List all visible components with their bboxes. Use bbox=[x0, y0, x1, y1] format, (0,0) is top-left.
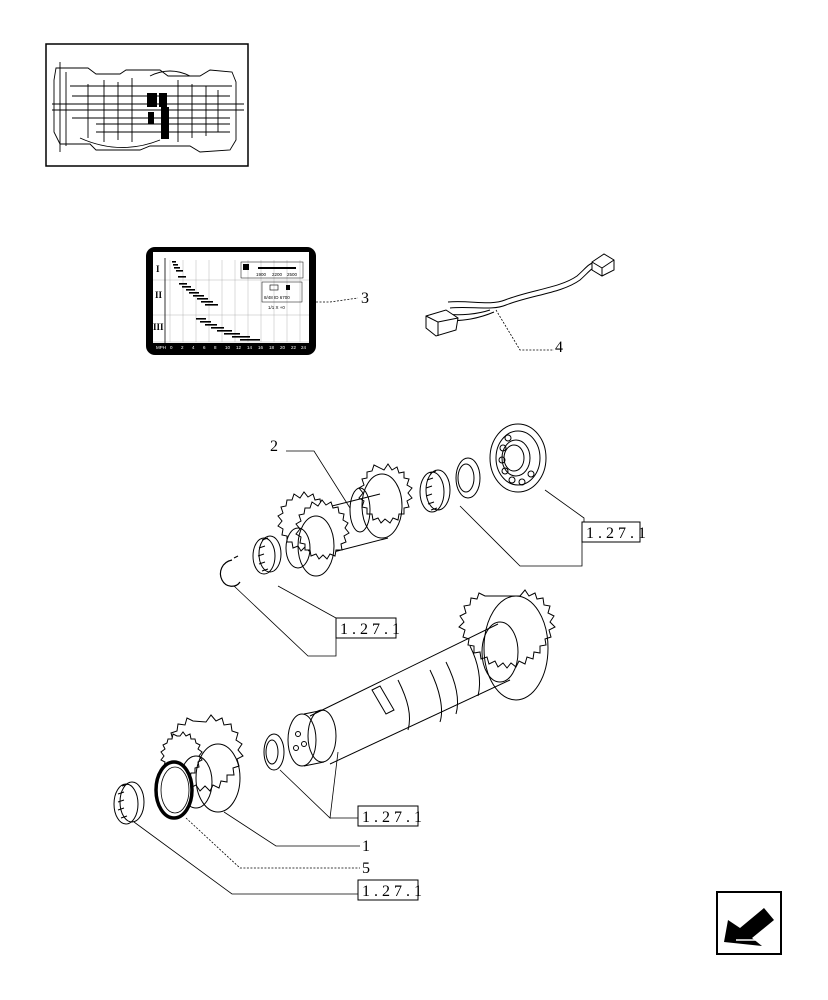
bottom-scale-8: 8 bbox=[214, 345, 217, 350]
top-scale-12: 12 bbox=[208, 254, 214, 259]
unit-label: MPH bbox=[156, 345, 166, 350]
ref-shaft-gear-label: 1.27.1 bbox=[340, 621, 404, 638]
top-scale-10: 10 bbox=[202, 254, 208, 259]
tire-label: 8/48 ID 6700 bbox=[264, 295, 290, 300]
lower-shaft-assembly bbox=[113, 589, 556, 825]
callout-4-label: 4 bbox=[555, 339, 563, 356]
bottom-scale-22: 22 bbox=[291, 345, 297, 350]
callout-5-label: 5 bbox=[362, 860, 370, 877]
wiring-harness bbox=[425, 253, 615, 337]
range-2: II bbox=[155, 290, 163, 300]
range-1: I bbox=[156, 264, 160, 274]
callout-2-label: 2 bbox=[270, 438, 278, 455]
bottom-scale-16: 16 bbox=[258, 345, 264, 350]
ref-box-shaft-gear: 1.27.1 bbox=[233, 585, 404, 657]
callout-2: 2 bbox=[270, 438, 351, 509]
top-scale-24: 24 bbox=[247, 254, 253, 259]
top-scale-22: 22 bbox=[241, 254, 247, 259]
previous-page-arrow-icon[interactable] bbox=[716, 891, 782, 955]
ref-bearing-label: 1.27.1 bbox=[586, 525, 650, 542]
top-scale-6: 6 bbox=[189, 254, 192, 259]
top-scale-2: 2 bbox=[176, 254, 179, 259]
ref-box-shaft-end: 1.27.1 bbox=[279, 751, 426, 827]
bottom-scale-0: 0 bbox=[170, 345, 173, 350]
bottom-scale-24: 24 bbox=[301, 345, 307, 350]
rpm-1900: 1900 bbox=[256, 272, 267, 277]
callout-1: 1 bbox=[223, 811, 370, 855]
top-scale-36: 36 bbox=[286, 254, 292, 259]
rpm-2500: 2500 bbox=[287, 272, 298, 277]
top-scale-32: 32 bbox=[273, 254, 279, 259]
bottom-scale-12: 12 bbox=[236, 345, 242, 350]
top-scale-18: 18 bbox=[228, 254, 234, 259]
top-scale-8: 8 bbox=[195, 254, 198, 259]
rpm-2200: 2200 bbox=[272, 272, 283, 277]
top-scale-30: 30 bbox=[267, 254, 273, 259]
bottom-scale-4: 4 bbox=[192, 345, 195, 350]
upper-shaft-assembly bbox=[219, 423, 547, 587]
bottom-scale-6: 6 bbox=[203, 345, 206, 350]
callout-5: 5 bbox=[185, 817, 370, 877]
callout-4: 4 bbox=[495, 309, 563, 356]
ref-lower-bearing-label: 1.27.1 bbox=[362, 883, 426, 900]
top-scale-14: 14 bbox=[215, 254, 221, 259]
bottom-scale-10: 10 bbox=[225, 345, 231, 350]
speed-bars bbox=[172, 261, 260, 341]
callout-1-label: 1 bbox=[362, 838, 370, 855]
tire-box: 8/48 ID 6700 bbox=[261, 281, 303, 303]
range-3: III bbox=[153, 322, 164, 332]
callout-3-label: 3 bbox=[361, 290, 369, 307]
locator-thumbnail bbox=[45, 43, 249, 167]
top-scale-4: 4 bbox=[182, 254, 185, 259]
bottom-scale-14: 14 bbox=[247, 345, 253, 350]
top-scale-16: 16 bbox=[221, 254, 227, 259]
rpm-box: 1900 2200 2500 bbox=[240, 261, 304, 279]
bottom-scale-2: 2 bbox=[181, 345, 184, 350]
top-scale-38: 38 bbox=[293, 254, 299, 259]
ref-box-bearing: 1.27.1 bbox=[459, 489, 650, 567]
bottom-scale-20: 20 bbox=[280, 345, 286, 350]
decal-top-scale: 0 2 4 6 8 10 12 14 16 18 20 22 24 26 28 … bbox=[169, 254, 305, 259]
top-scale-40: 40 bbox=[299, 254, 305, 259]
ratio-label: 1/1 X +0 bbox=[268, 305, 285, 310]
top-scale-26: 26 bbox=[254, 254, 260, 259]
top-scale-20: 20 bbox=[234, 254, 240, 259]
ref-box-lower-bearing: 1.27.1 bbox=[133, 821, 426, 901]
top-scale-28: 28 bbox=[260, 254, 266, 259]
decal-bottom-scale: MPH 0 2 4 6 8 10 12 14 16 18 20 22 24 bbox=[156, 345, 307, 350]
speed-decal: 0 2 4 6 8 10 12 14 16 18 20 22 24 26 28 … bbox=[146, 247, 316, 355]
bottom-scale-18: 18 bbox=[269, 345, 275, 350]
top-scale-34: 34 bbox=[280, 254, 286, 259]
ref-shaft-end-label: 1.27.1 bbox=[362, 809, 426, 826]
callout-3: 3 bbox=[316, 290, 369, 307]
top-scale-0: 0 bbox=[169, 254, 172, 259]
